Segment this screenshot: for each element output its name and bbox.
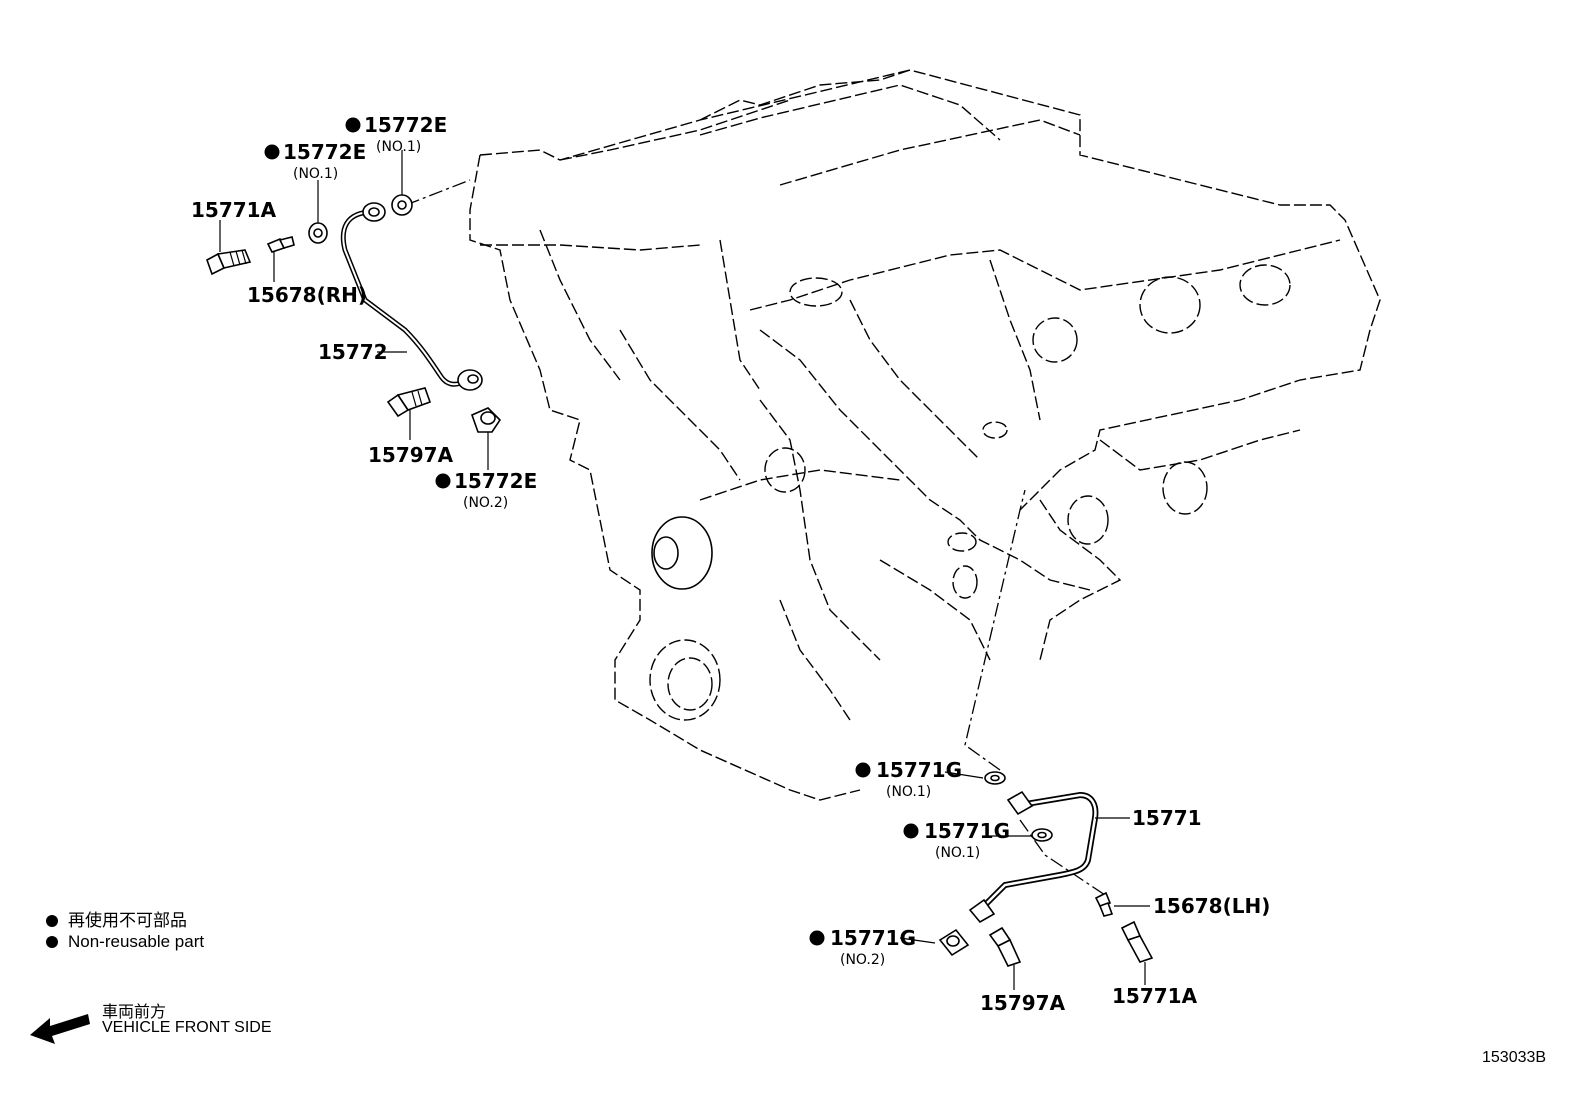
- label-15771G-c-sub: (NO.2): [840, 952, 885, 968]
- engine-outline: [469, 69, 1381, 801]
- legend-en-text: Non-reusable part: [68, 932, 205, 951]
- label-15678-rh: 15678(RH): [247, 283, 367, 307]
- bolt-15678-rh: [266, 236, 295, 253]
- bolt-15678-lh: [1094, 891, 1114, 917]
- label-15772E-no2: 15772E: [454, 469, 537, 493]
- gasket-15772E-upper-1: [391, 194, 413, 216]
- label-15771A-top: 15771A: [191, 198, 277, 222]
- gasket-15771G-no2: [938, 928, 970, 957]
- front-arrow-icon: [30, 1014, 90, 1044]
- label-15772E-upper-b-sub: (NO.1): [293, 166, 338, 182]
- bolt-15771A-top: [206, 249, 252, 276]
- pulley: [651, 516, 713, 590]
- part-labels: 15772E (NO.1) 15772E (NO.1) 15771A 15678…: [191, 113, 1270, 1015]
- gasket-15772E-upper-2: [308, 222, 328, 244]
- non-reusable-markers: [264, 117, 919, 946]
- pipe-15771: [968, 790, 1099, 924]
- label-15771A-bottom: 15771A: [1112, 984, 1198, 1008]
- direction-en-text: VEHICLE FRONT SIDE: [102, 1019, 272, 1036]
- label-15771G-a: 15771G: [876, 758, 962, 782]
- label-15771G-b: 15771G: [924, 819, 1010, 843]
- pipe-15772: [340, 202, 483, 391]
- bolt-15797A-bottom: [988, 926, 1022, 967]
- direction-jp: 車両前方: [102, 998, 166, 1022]
- label-15772: 15772: [318, 340, 388, 364]
- bolt-15771A-bottom: [1120, 920, 1154, 963]
- label-15771G-a-sub: (NO.1): [886, 784, 931, 800]
- label-15797A-top: 15797A: [368, 443, 454, 467]
- diagram-id-text: 153033B: [1482, 1049, 1547, 1066]
- bullet-icon: [46, 936, 58, 948]
- label-15772E-no2-sub: (NO.2): [463, 495, 508, 511]
- legend-jp: 再使用不可部品: [46, 906, 187, 931]
- fitting-15772E-no2: [470, 407, 502, 433]
- label-15772E-upper-a-sub: (NO.1): [376, 139, 421, 155]
- label-15771: 15771: [1132, 806, 1202, 830]
- gasket-15771G-1: [984, 771, 1006, 785]
- legend-jp-text: 再使用不可部品: [68, 911, 187, 930]
- label-15678-lh: 15678(LH): [1153, 894, 1270, 918]
- gasket-15771G-2: [1031, 828, 1053, 842]
- label-15797A-bottom: 15797A: [980, 991, 1066, 1015]
- callout-lines: [219, 150, 1150, 990]
- bolt-15797A-top: [386, 387, 432, 418]
- bullet-icon: [46, 915, 58, 927]
- direction-en: VEHICLE FRONT SIDE: [102, 1019, 272, 1037]
- label-15771G-c: 15771G: [830, 926, 916, 950]
- direction-jp-text: 車両前方: [102, 1004, 167, 1021]
- leader-lines: [405, 179, 1106, 896]
- label-15771G-b-sub: (NO.1): [935, 845, 980, 861]
- legend-en: Non-reusable part: [46, 932, 204, 952]
- diagram-id: 153033B: [1482, 1049, 1546, 1067]
- label-15772E-upper-b: 15772E: [283, 140, 366, 164]
- label-15772E-upper-a: 15772E: [364, 113, 447, 137]
